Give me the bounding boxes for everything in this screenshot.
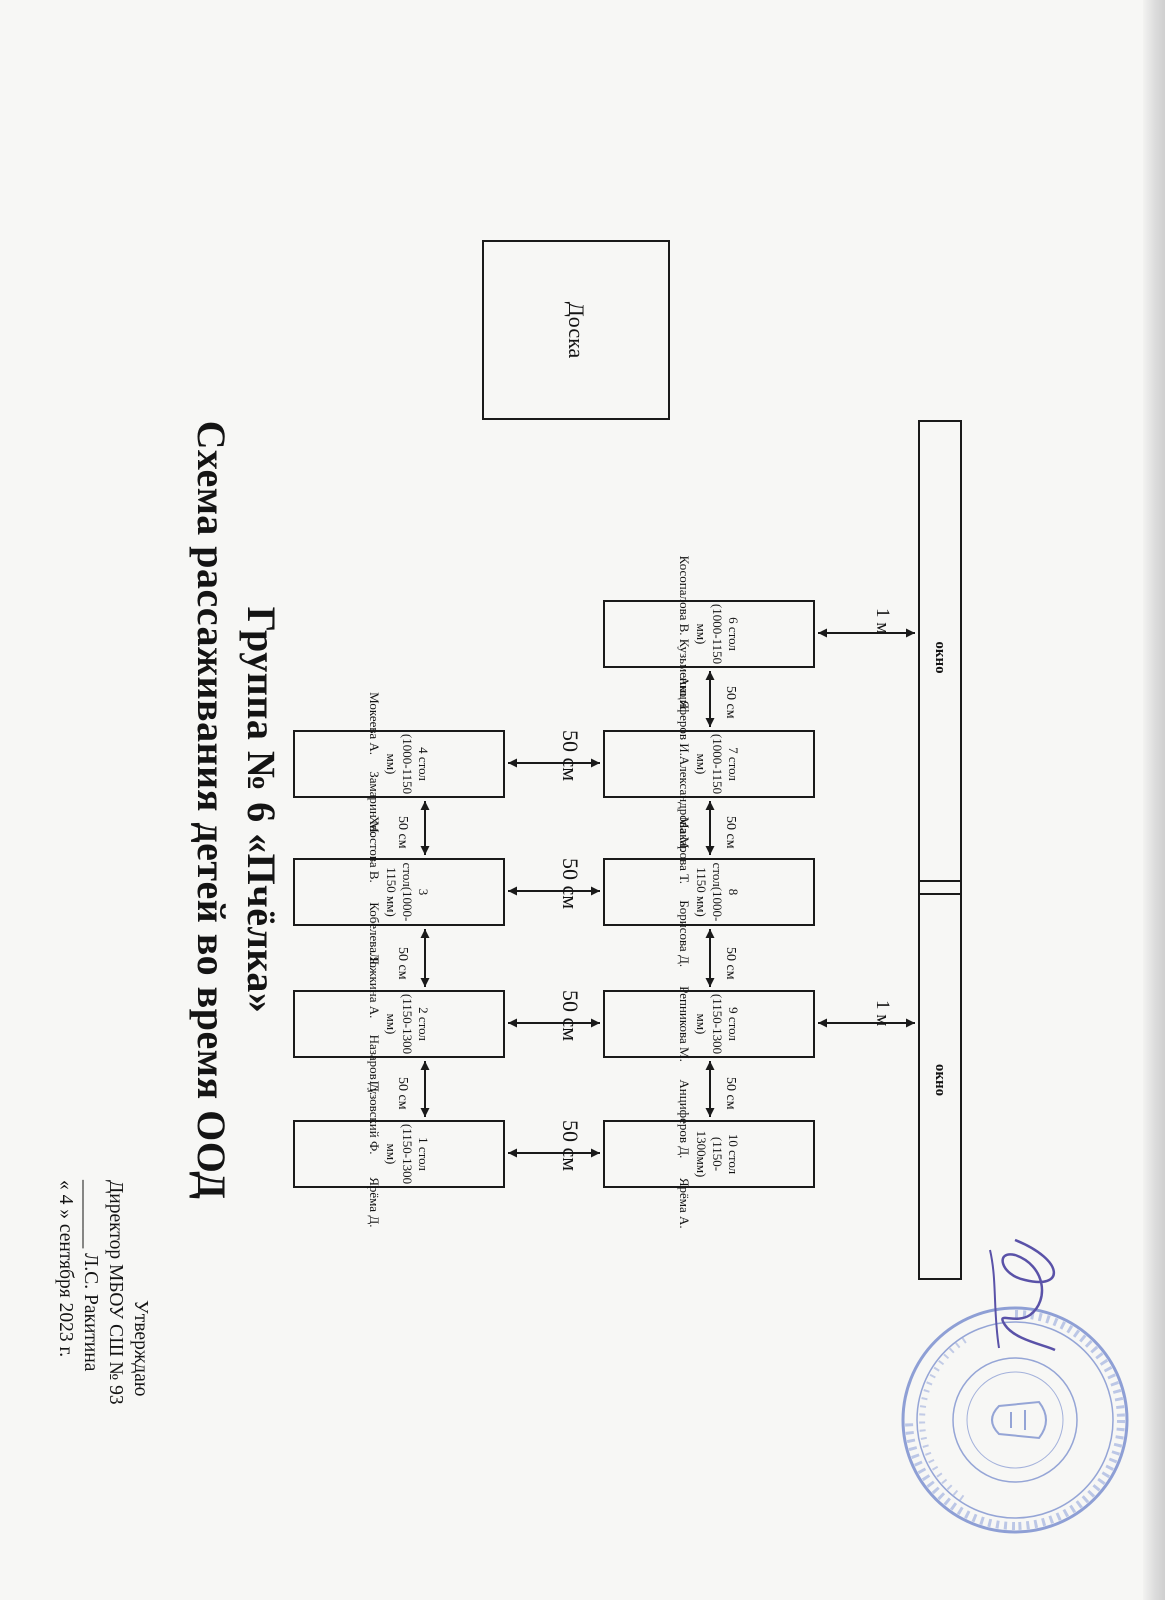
desk-4: 4 стол (1000-1150 мм) Мокеева А. Замарин…: [293, 692, 505, 836]
gap-label-desk8-desk7: 50 см: [723, 816, 738, 849]
arrow-desk1-desk2: [420, 1061, 430, 1117]
arrow-desk7-desk6: [705, 671, 715, 727]
desk-6: 6 стол (1000-1150 мм) Косопалова В. Кузь…: [603, 556, 815, 712]
desk-7: 7 стол (1000-1150 мм) Анциферов И.Алекса…: [603, 676, 815, 852]
gap-label-desk2-desk3: 50 см: [395, 947, 410, 980]
arrow-desk8-desk7: [705, 801, 715, 855]
desk-children: Мокеева А. Замарин М.: [367, 692, 383, 836]
desk-8: 8 стол(1000-1150 мм) Макарова Т. Борисов…: [603, 817, 815, 967]
desk-label: 10 стол (1150-1300мм): [694, 1130, 742, 1178]
arrow-window-gap-desk6: [818, 628, 915, 638]
window-gap-label-desk6: 1 м: [872, 608, 893, 635]
row-gap-label-1: 50 см: [558, 1120, 583, 1172]
arrow-desk10-desk9: [705, 1061, 715, 1117]
desk-children: Ложкина А. Назаров Д.: [367, 952, 383, 1096]
arrow-row-gap-1: [508, 1148, 600, 1158]
desk-3: 3 стол(1000-1150 мм) Хвостова В. Кобелев…: [293, 816, 505, 968]
arrow-window-gap-desk9: [818, 1018, 915, 1028]
row-gap-label-4: 50 см: [558, 730, 583, 782]
desk-label: 2 стол (1150-1300 мм): [384, 993, 432, 1055]
row-gap-label-3: 50 см: [558, 858, 583, 910]
scan-page-edge: [1143, 0, 1165, 1600]
row-gap-label-2: 50 см: [558, 990, 583, 1042]
desk-children: Хвостова В. Кобелева Я.: [367, 815, 383, 969]
arrow-desk3-desk4: [420, 801, 430, 855]
gap-label-desk3-desk4: 50 см: [395, 816, 410, 849]
desk-children: Гузовский Ф. Ярёма Д.: [367, 1080, 383, 1228]
arrow-desk2-desk3: [420, 929, 430, 987]
desk-label: 1 стол (1150-1300 мм): [384, 1123, 432, 1185]
gap-label-desk10-desk9: 50 см: [723, 1077, 738, 1110]
arrow-row-gap-4: [508, 758, 600, 768]
window-gap-label-desk9: 1 м: [872, 1000, 893, 1027]
gap-label-desk9-desk8: 50 см: [723, 947, 738, 980]
desk-label: 3 стол(1000-1150 мм): [384, 862, 432, 922]
desk-label: 9 стол (1150-1300 мм): [694, 993, 742, 1055]
desk-2: 2 стол (1150-1300 мм) Ложкина А. Назаров…: [293, 953, 505, 1095]
desk-children: Репникова М.: [677, 986, 693, 1062]
desk-1: 1 стол (1150-1300 мм) Гузовский Ф. Ярёма…: [293, 1081, 505, 1227]
arrow-desk9-desk8: [705, 929, 715, 987]
gap-label-desk7-desk6: 50 см: [723, 686, 738, 719]
desk-children: Анциферов Д. Ярёма А.: [677, 1079, 693, 1229]
desk-label: 4 стол (1000-1150 мм): [384, 733, 432, 795]
desk-10: 10 стол (1150-1300мм) Анциферов Д. Ярёма…: [603, 1079, 815, 1229]
desk-label: 7 стол (1000-1150 мм): [694, 733, 742, 795]
desk-children: Косопалова В. Кузьменко Я.: [677, 555, 693, 713]
desk-label: 6 стол (1000-1150 мм): [694, 603, 742, 665]
desk-label: 8 стол(1000-1150 мм): [694, 862, 742, 922]
director-signature: [970, 1230, 1085, 1360]
desk-9: 9 стол (1150-1300 мм) Репникова М.: [603, 986, 815, 1062]
official-stamp: [890, 1300, 1135, 1540]
arrow-row-gap-3: [508, 886, 600, 896]
gap-label-desk1-desk2: 50 см: [395, 1077, 410, 1110]
arrow-row-gap-2: [508, 1018, 600, 1028]
